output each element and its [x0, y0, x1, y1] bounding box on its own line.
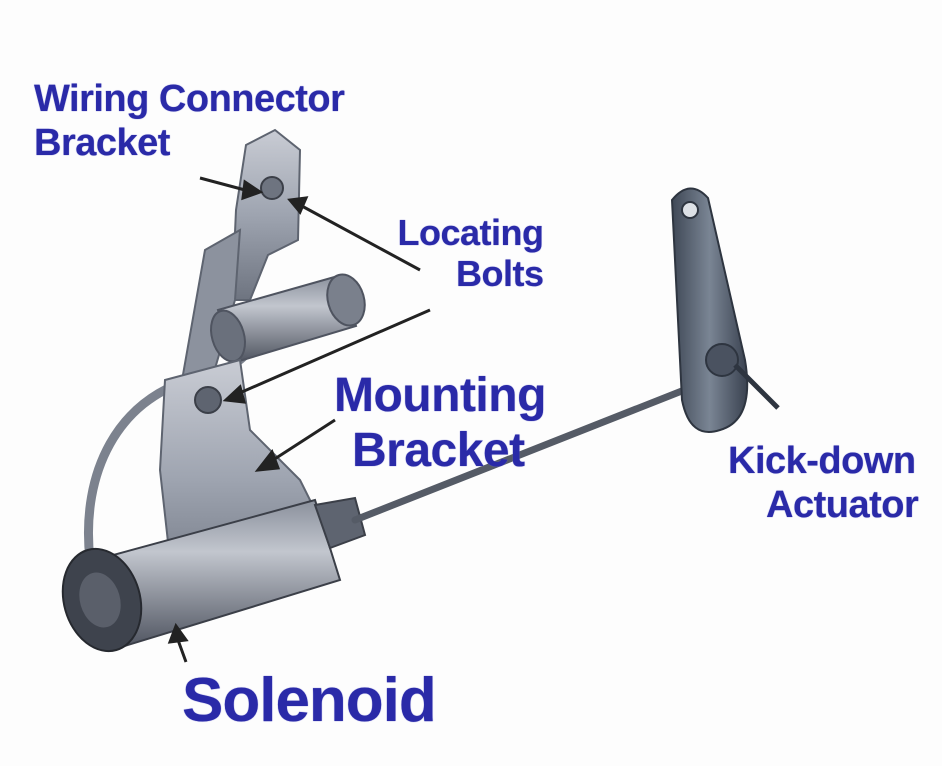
label-locating-line1: Locating	[397, 212, 544, 253]
label-locating-line2: Bolts	[456, 253, 544, 295]
label-kick-down-actuator: Kick-down Actuator	[728, 440, 919, 527]
arrow-wiring-connector	[199, 176, 246, 192]
arrowhead-locating-bolt-lower	[222, 384, 247, 404]
arrow-locating-bolt-upper	[299, 203, 421, 272]
solenoid-part	[61, 496, 367, 653]
arrowhead-locating-bolt-upper	[287, 196, 309, 215]
arrow-mounting-bracket	[269, 418, 336, 464]
label-wiring-connector-line2: Bracket	[34, 121, 170, 164]
label-solenoid: Solenoid	[182, 666, 437, 735]
label-mounting-line2: Bracket	[352, 424, 525, 478]
arrow-solenoid	[176, 639, 188, 663]
arrow-locating-bolt-lower	[234, 308, 431, 397]
arrowhead-mounting-bracket	[254, 448, 281, 472]
label-mounting-line1: Mounting	[334, 369, 546, 422]
label-wiring-connector-bracket: Wiring Connector Bracket	[34, 78, 345, 165]
connector-cylinder	[210, 273, 366, 364]
locating-bolt-upper	[260, 176, 284, 200]
actuator-rod	[351, 364, 744, 524]
kick-down-actuator-part	[670, 187, 780, 433]
arrowhead-solenoid	[167, 622, 189, 644]
label-wiring-connector-line1: Wiring Connector	[34, 78, 345, 120]
label-mounting-bracket: Mounting Bracket	[334, 368, 546, 478]
label-kick-down-line2: Actuator	[766, 483, 919, 526]
locating-bolt-lower	[194, 386, 222, 414]
arrowhead-wiring-connector	[241, 179, 264, 201]
label-locating-bolts: Locating Bolts	[384, 212, 544, 295]
label-kick-down-line1: Kick-down	[728, 440, 916, 482]
leader-arrows	[167, 176, 431, 663]
